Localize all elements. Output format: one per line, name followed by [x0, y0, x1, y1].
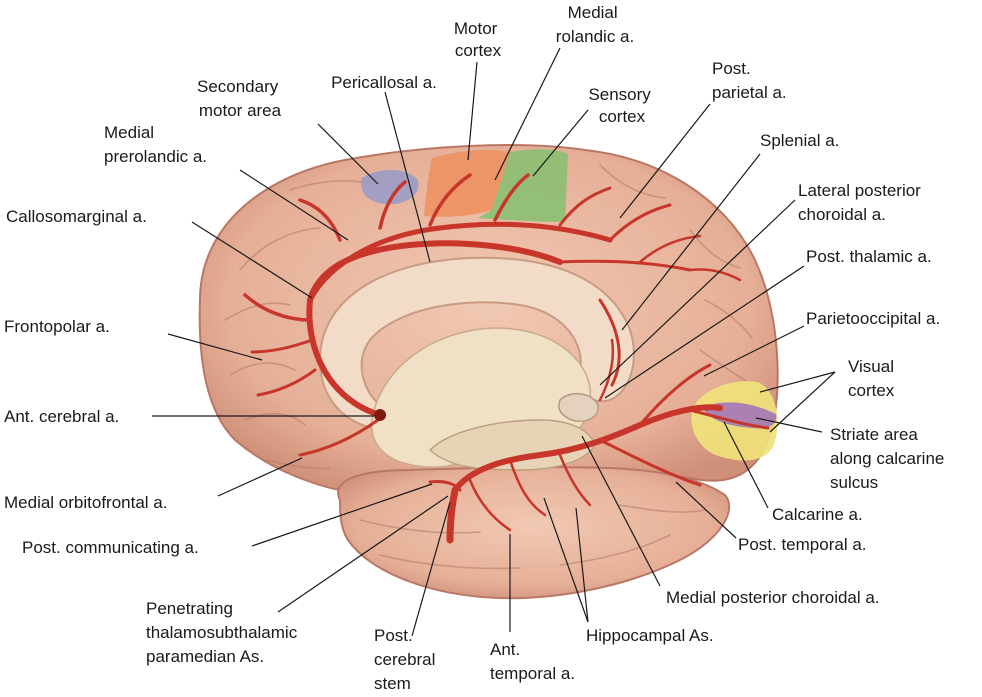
label-secondary-motor: Secondary motor area: [197, 77, 283, 120]
label-splenial: Splenial a.: [760, 131, 839, 150]
label-post-parietal: Post. parietal a.: [712, 59, 787, 102]
gyri-pattern: [224, 159, 753, 570]
label-pericallosal: Pericallosal a.: [331, 73, 437, 92]
label-lateral-posterior-choroidal: Lateral posterior choroidal a.: [798, 181, 926, 224]
label-medial-rolandic: Medial rolandic a.: [556, 3, 634, 46]
label-medial-orbitofrontal: Medial orbitofrontal a.: [4, 493, 167, 512]
label-parietooccipital: Parietooccipital a.: [806, 309, 940, 328]
label-penetrating: Penetrating thalamosubthalamic paramedia…: [146, 599, 302, 666]
label-callosomarginal: Callosomarginal a.: [6, 207, 147, 226]
temporal-lobe: [337, 466, 731, 600]
pineal-region: [558, 393, 599, 422]
label-post-cerebral: Post. cerebral stem: [374, 626, 440, 693]
leader-lines: [152, 47, 836, 637]
label-striate-area: Striate area along calcarine sulcus: [830, 425, 949, 492]
label-post-temporal: Post. temporal a.: [738, 535, 867, 554]
arteries: [243, 173, 770, 544]
label-visual-cortex: Visual cortex: [848, 357, 899, 400]
label-medial-prerolandic: Medial prerolandic a.: [104, 123, 207, 166]
sensory-cortex-area: [478, 149, 568, 222]
label-medial-posterior-choroidal: Medial posterior choroidal a.: [666, 588, 880, 607]
label-post-communicating: Post. communicating a.: [22, 538, 199, 557]
label-frontopolar: Frontopolar a.: [4, 317, 110, 336]
ant-cerebral-origin: [374, 409, 386, 421]
secondary-motor-area: [361, 169, 419, 205]
label-ant-temporal: Ant. temporal a.: [490, 640, 575, 683]
label-motor-cortex: Motor cortex: [454, 19, 502, 60]
labels: Motor cortex Medial rolandic a. Secondar…: [4, 3, 949, 693]
label-post-thalamic: Post. thalamic a.: [806, 247, 932, 266]
label-ant-cerebral: Ant. cerebral a.: [4, 407, 119, 426]
label-sensory-cortex: Sensory cortex: [588, 85, 655, 126]
label-hippocampal: Hippocampal As.: [586, 626, 714, 645]
label-calcarine: Calcarine a.: [772, 505, 863, 524]
